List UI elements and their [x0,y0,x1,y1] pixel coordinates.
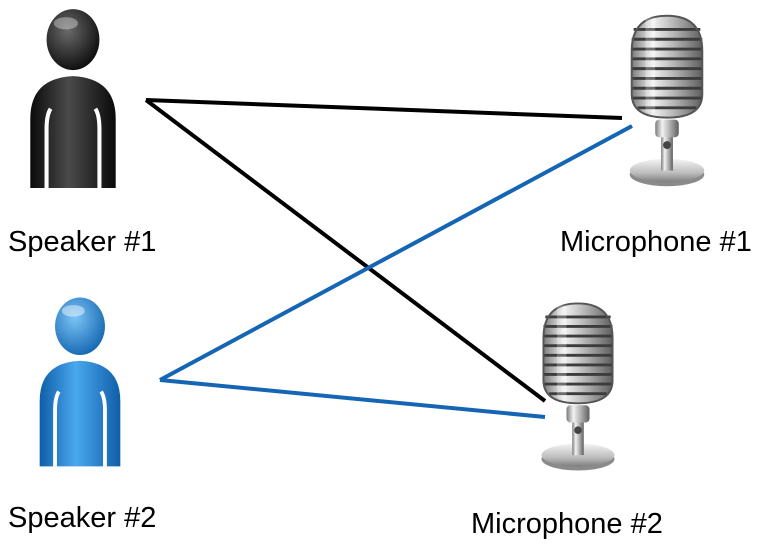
edge-speaker1-microphone1 [145,98,623,120]
speaker1-label: Speaker #1 [8,226,157,258]
edge-speaker1-microphone2 [144,98,547,403]
edge-speaker2-microphone2 [159,378,546,419]
speaker2-person-icon [37,295,123,469]
speaker1-person-icon [30,9,115,188]
microphone2-label: Microphone #2 [471,508,663,540]
microphone2-microphone-icon [540,301,616,472]
microphone1-microphone-icon [628,14,706,188]
speaker2-label: Speaker #2 [8,502,157,534]
microphone1-label: Microphone #1 [560,226,752,258]
edge-speaker2-microphone1 [159,124,633,382]
